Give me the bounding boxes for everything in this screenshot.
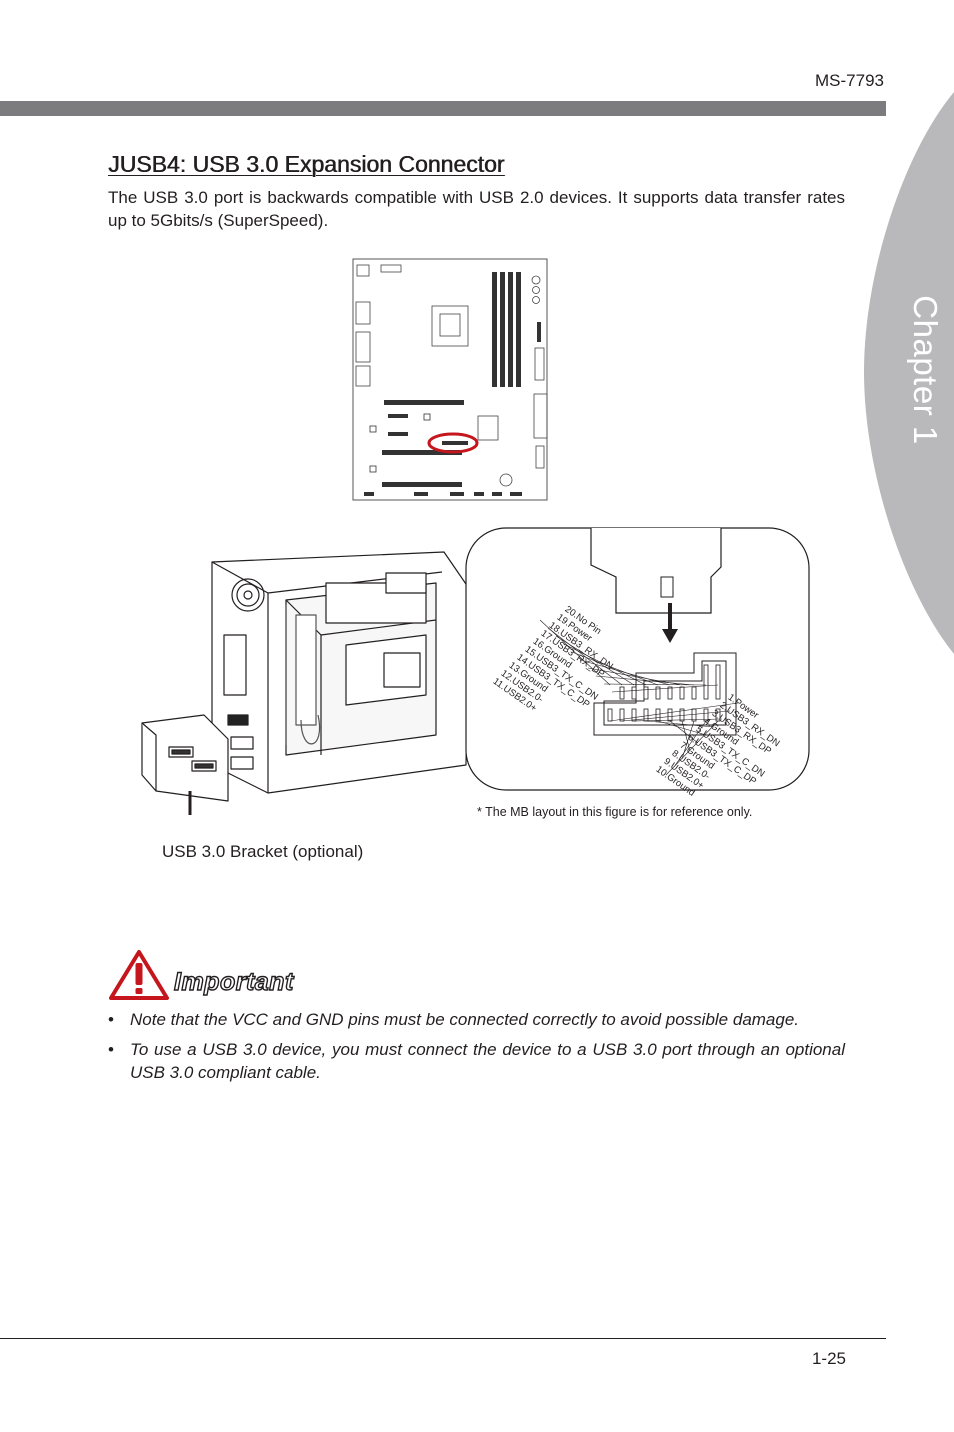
section-title: JUSB4: USB 3.0 Expansion Connector bbox=[108, 151, 505, 177]
footer-rule bbox=[0, 1338, 886, 1339]
note-text: Note that the VCC and GND pins must be c… bbox=[130, 1010, 800, 1029]
note-text: To use a USB 3.0 device, you must connec… bbox=[130, 1040, 845, 1082]
bullet-icon: • bbox=[108, 1040, 114, 1059]
usb3-connector-figure bbox=[141, 527, 810, 815]
page-number: 1-25 bbox=[811, 1349, 846, 1368]
important-title: Important bbox=[173, 967, 294, 996]
motherboard-layout-diagram bbox=[352, 258, 548, 501]
important-notes: • Note that the VCC and GND pins must be … bbox=[108, 1008, 845, 1091]
intro-paragraph: The USB 3.0 port is backwards compatible… bbox=[108, 188, 845, 230]
bracket-caption: USB 3.0 Bracket (optional) bbox=[162, 842, 364, 861]
note-item: • To use a USB 3.0 device, you must conne… bbox=[108, 1038, 845, 1084]
chapter-tab bbox=[864, 92, 954, 654]
model-number: MS-7793 bbox=[815, 71, 884, 90]
reference-note: * The MB layout in this figure is for re… bbox=[477, 805, 753, 819]
chapter-label: Chapter 1 bbox=[907, 295, 944, 445]
jusb4-highlight-circle bbox=[427, 432, 479, 454]
warning-icon bbox=[109, 950, 169, 1000]
bullet-icon: • bbox=[108, 1010, 114, 1029]
note-item: • Note that the VCC and GND pins must be … bbox=[108, 1008, 845, 1031]
header-bar bbox=[0, 101, 886, 116]
